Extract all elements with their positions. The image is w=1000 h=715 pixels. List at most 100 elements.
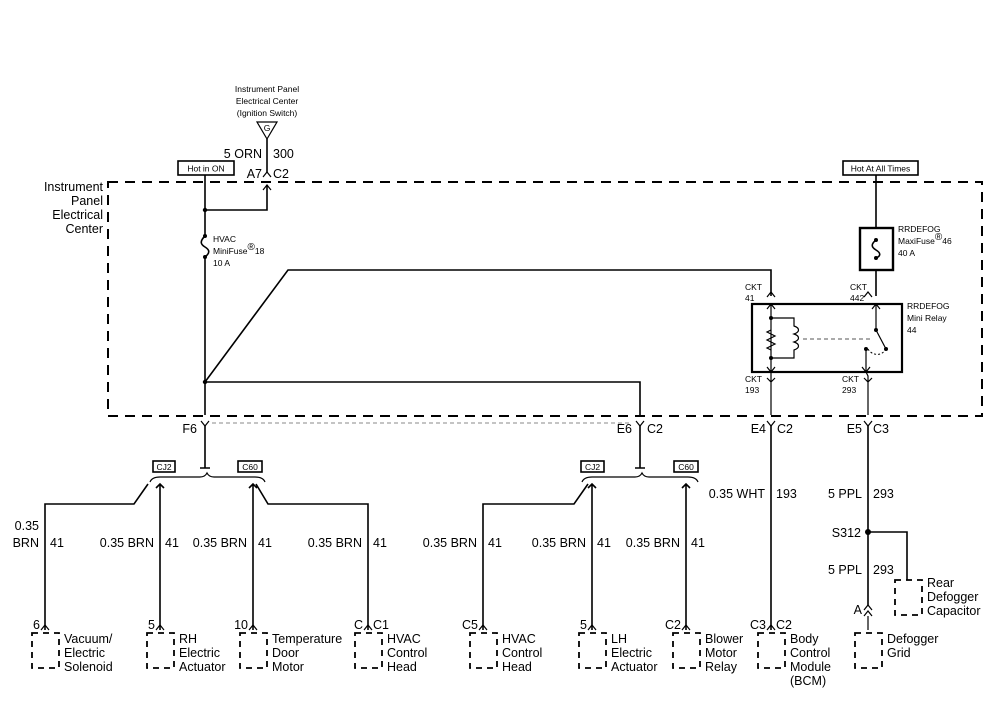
svg-text:41: 41 [50,536,64,550]
component-box [354,632,383,669]
component-pin: C3 [750,618,766,632]
svg-text:0.35 WHT: 0.35 WHT [709,487,766,501]
connector-icon [248,624,258,631]
svg-text:0.35 BRN: 0.35 BRN [423,536,477,550]
hot-in-on-tag [177,160,235,176]
component-label: Temperature [272,632,342,646]
svg-text:41: 41 [597,536,611,550]
svg-text:BRN: BRN [13,536,39,550]
splice-bracket [581,471,699,483]
component-pin: C2 [665,618,681,632]
svg-text:193: 193 [745,385,759,395]
ignition-source: Instrument Panel Electrical Center (Igni… [224,84,299,191]
ignition-label: (Ignition Switch) [237,108,298,118]
component-box [146,632,175,669]
svg-text:41: 41 [165,536,179,550]
component-label: Actuator [611,660,658,674]
ipec-label: Instrument Panel Electrical Center [44,180,104,236]
svg-text:0.35 BRN: 0.35 BRN [100,536,154,550]
component-box [469,632,498,669]
svg-text:193: 193 [776,487,797,501]
connector-icon [155,624,165,631]
ipec-label-line: Center [65,222,103,236]
component-pin: A [854,603,863,617]
ipec-label-line: Electrical [52,208,103,222]
component-label: Solenoid [64,660,113,674]
component-label: Grid [887,646,911,660]
component-label: Control [790,646,830,660]
svg-text:442: 442 [850,293,864,303]
connector-icon [478,624,488,631]
splice-s312-dot [865,529,871,535]
svg-text:C3: C3 [873,422,889,436]
capacitor-component [894,579,923,616]
maxifuse-box [858,226,895,272]
connector-icon [766,624,776,631]
terminal-letter: G [264,123,271,133]
component-pin: C [354,618,363,632]
hot-at-all-times-label: Hot At All Times [851,164,911,174]
components: 6Vacuum/ElectricSolenoid5RHElectricActua… [31,603,938,688]
component-pin: C5 [462,618,478,632]
svg-text:0.35 BRN: 0.35 BRN [308,536,362,550]
component-label: RH [179,632,197,646]
fuse-label: MiniFuse®18 [213,242,265,256]
relay-switch-icon [871,303,887,350]
connector-icon [40,624,50,631]
component-pin: 5 [580,618,587,632]
svg-text:41: 41 [373,536,387,550]
component-label: Actuator [179,660,226,674]
component-label: Vacuum/ [64,632,113,646]
component-label: Electric [611,646,652,660]
component-label: Electric [64,646,105,660]
component-label: Blower [705,632,743,646]
ignition-label: Instrument Panel [235,84,299,94]
hot-at-all-times-tag [842,160,919,176]
svg-text:Rear: Rear [927,576,954,590]
fuse-icon [871,239,881,259]
component-label: (BCM) [790,674,826,688]
svg-text:5 PPL: 5 PPL [828,487,862,501]
resistor-icon [765,329,777,351]
component-box [854,632,883,669]
component-label: Head [387,660,417,674]
ipec-label-line: Instrument [44,180,104,194]
relay-label: RRDEFOG [907,301,950,311]
fuse-label: RRDEFOG [898,224,941,234]
component-pin: 6 [33,618,40,632]
svg-text:CKT: CKT [745,374,762,384]
component-box [31,632,60,669]
splice-tag [673,460,699,473]
fuse-label: 10 A [213,258,230,268]
wire-circuit: 300 [273,147,294,161]
svg-text:293: 293 [842,385,856,395]
connector-icon [681,624,691,631]
connector-icon [262,171,272,178]
component-pin: 5 [148,618,155,632]
component-pin: 10 [234,618,248,632]
component-label: Control [502,646,542,660]
fuse-label: MaxiFuse®46 [898,232,952,246]
svg-text:E6: E6 [617,422,632,436]
component-label: Defogger [887,632,938,646]
component-label: Control [387,646,427,660]
svg-text:E5: E5 [847,422,862,436]
svg-text:C2: C2 [647,422,663,436]
component-box [578,632,607,669]
svg-text:CJ2: CJ2 [156,462,171,472]
component-label: HVAC [502,632,536,646]
component-label: HVAC [387,632,421,646]
connector-pin: A7 [247,167,262,181]
component-label: Motor [705,646,737,660]
svg-text:Defogger: Defogger [927,590,978,604]
svg-text:F6: F6 [182,422,197,436]
component-label: Electric [179,646,220,660]
relay-label: 44 [907,325,917,335]
